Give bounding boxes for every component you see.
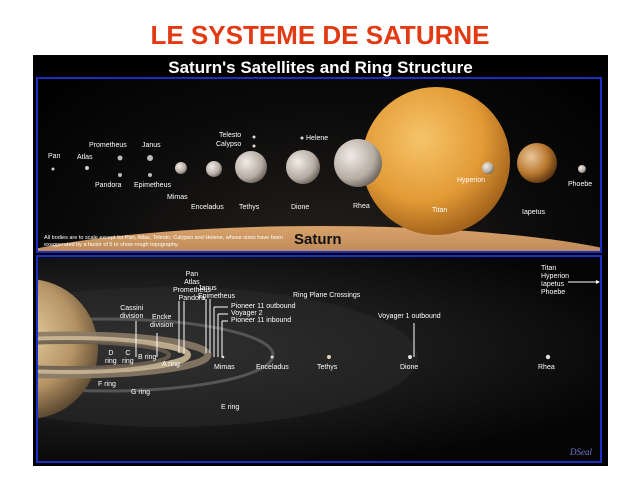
label-encke-division: Encke division [150,314,174,329]
label-epimetheus: Epimetheus [134,182,171,189]
saturn-label: Saturn [294,231,342,248]
label-dione-orbit: Dione [400,364,419,371]
tethys-dot [327,355,331,359]
hyperion-disk [482,162,494,174]
moons-illustration [38,87,600,251]
label-voyager1: Voyager 1 outbound [378,313,441,320]
label-cassini-division: Cassini division [120,305,144,320]
iapetus-disk [517,143,557,183]
pan-disk [51,167,55,171]
dione-dot [408,355,412,359]
label-pioneer-inbound: Pioneer 11 inbound [231,317,292,324]
label-f-ring: F ring [98,381,116,388]
label-atlas: Atlas [77,154,93,161]
label-prometheus: Prometheus [89,142,127,149]
saturn-horizon [38,226,600,251]
label-tethys: Tethys [239,204,260,211]
label-titan: Titan [432,207,448,214]
label-mimas-orbit: Mimas [214,364,235,371]
label-voyager2: Voyager 2 [231,310,263,317]
label-pandora: Pandora [95,182,122,189]
label-hyperion: Hyperion [457,177,486,184]
tethys-disk [235,151,267,183]
label-inner-moons: Pan Atlas Prometheus Pandora [173,271,211,302]
poster: Saturn's Satellites and Ring Structure [33,55,608,466]
atlas-disk [85,166,89,170]
rhea-disk [334,139,382,187]
moons-panel: Pan Atlas Prometheus Pandora Janus Epime… [36,77,602,253]
titan-disk [362,87,510,235]
label-janus: Janus [142,142,161,149]
label-iapetus: Iapetus [522,209,545,216]
label-g-ring: G ring [131,389,151,396]
poster-title: Saturn's Satellites and Ring Structure [168,58,473,77]
label-rhea-orbit: Rhea [538,364,555,371]
page-title: LE SYSTEME DE SATURNE [150,20,490,50]
g-ring-shape [38,317,275,393]
label-outer-moons: Titan Hyperion Iapetus Phoebe [541,265,570,296]
label-mimas: Mimas [167,194,188,201]
label-enceladus: Enceladus [191,204,224,211]
b-ring-shape [38,336,191,374]
label-ring-plane-crossings: Ring Plane Crossings [293,292,361,299]
label-janus-epimetheus: Janus Epimetheus [198,285,235,300]
enceladus-disk [206,161,222,177]
epimetheus-disk [148,173,152,177]
label-c-ring: C ring [122,350,134,365]
label-pioneer-outbound: Pioneer 11 outbound [231,303,296,310]
label-rhea: Rhea [353,203,370,210]
calypso-disk [252,144,256,148]
a-ring-shape [38,331,212,379]
label-d-ring: D ring [105,350,117,365]
artist-signature: DSeal [570,447,592,457]
scale-note: All bodies are to scale except for Pan, … [44,235,283,248]
rhea-dot [545,354,551,360]
saturn-disk [38,279,98,419]
telesto-disk [252,135,256,139]
label-pan: Pan [48,153,61,160]
label-b-ring: B ring [138,354,157,361]
label-helene: Helene [306,135,329,142]
rings-illustration [38,279,600,427]
rings-panel: Pan Atlas Prometheus Pandora Janus Epime… [36,255,602,463]
pandora-disk [118,173,122,177]
prometheus-disk [117,155,123,161]
helene-disk [300,136,304,140]
label-a-ring: A ring [162,361,180,368]
janus-disk [147,155,153,161]
label-tethys-orbit: Tethys [317,364,338,371]
phoebe-disk [578,165,586,173]
label-dione: Dione [291,204,310,211]
c-ring-shape [38,340,171,370]
mimas-disk [175,162,187,174]
label-enceladus-orbit: Enceladus [256,364,289,371]
label-telesto: Telesto [219,132,242,139]
enceladus-dot [270,355,274,359]
label-phoebe: Phoebe [568,181,593,188]
label-e-ring: E ring [221,404,240,411]
label-calypso: Calypso [216,141,242,148]
dione-disk [286,150,320,184]
